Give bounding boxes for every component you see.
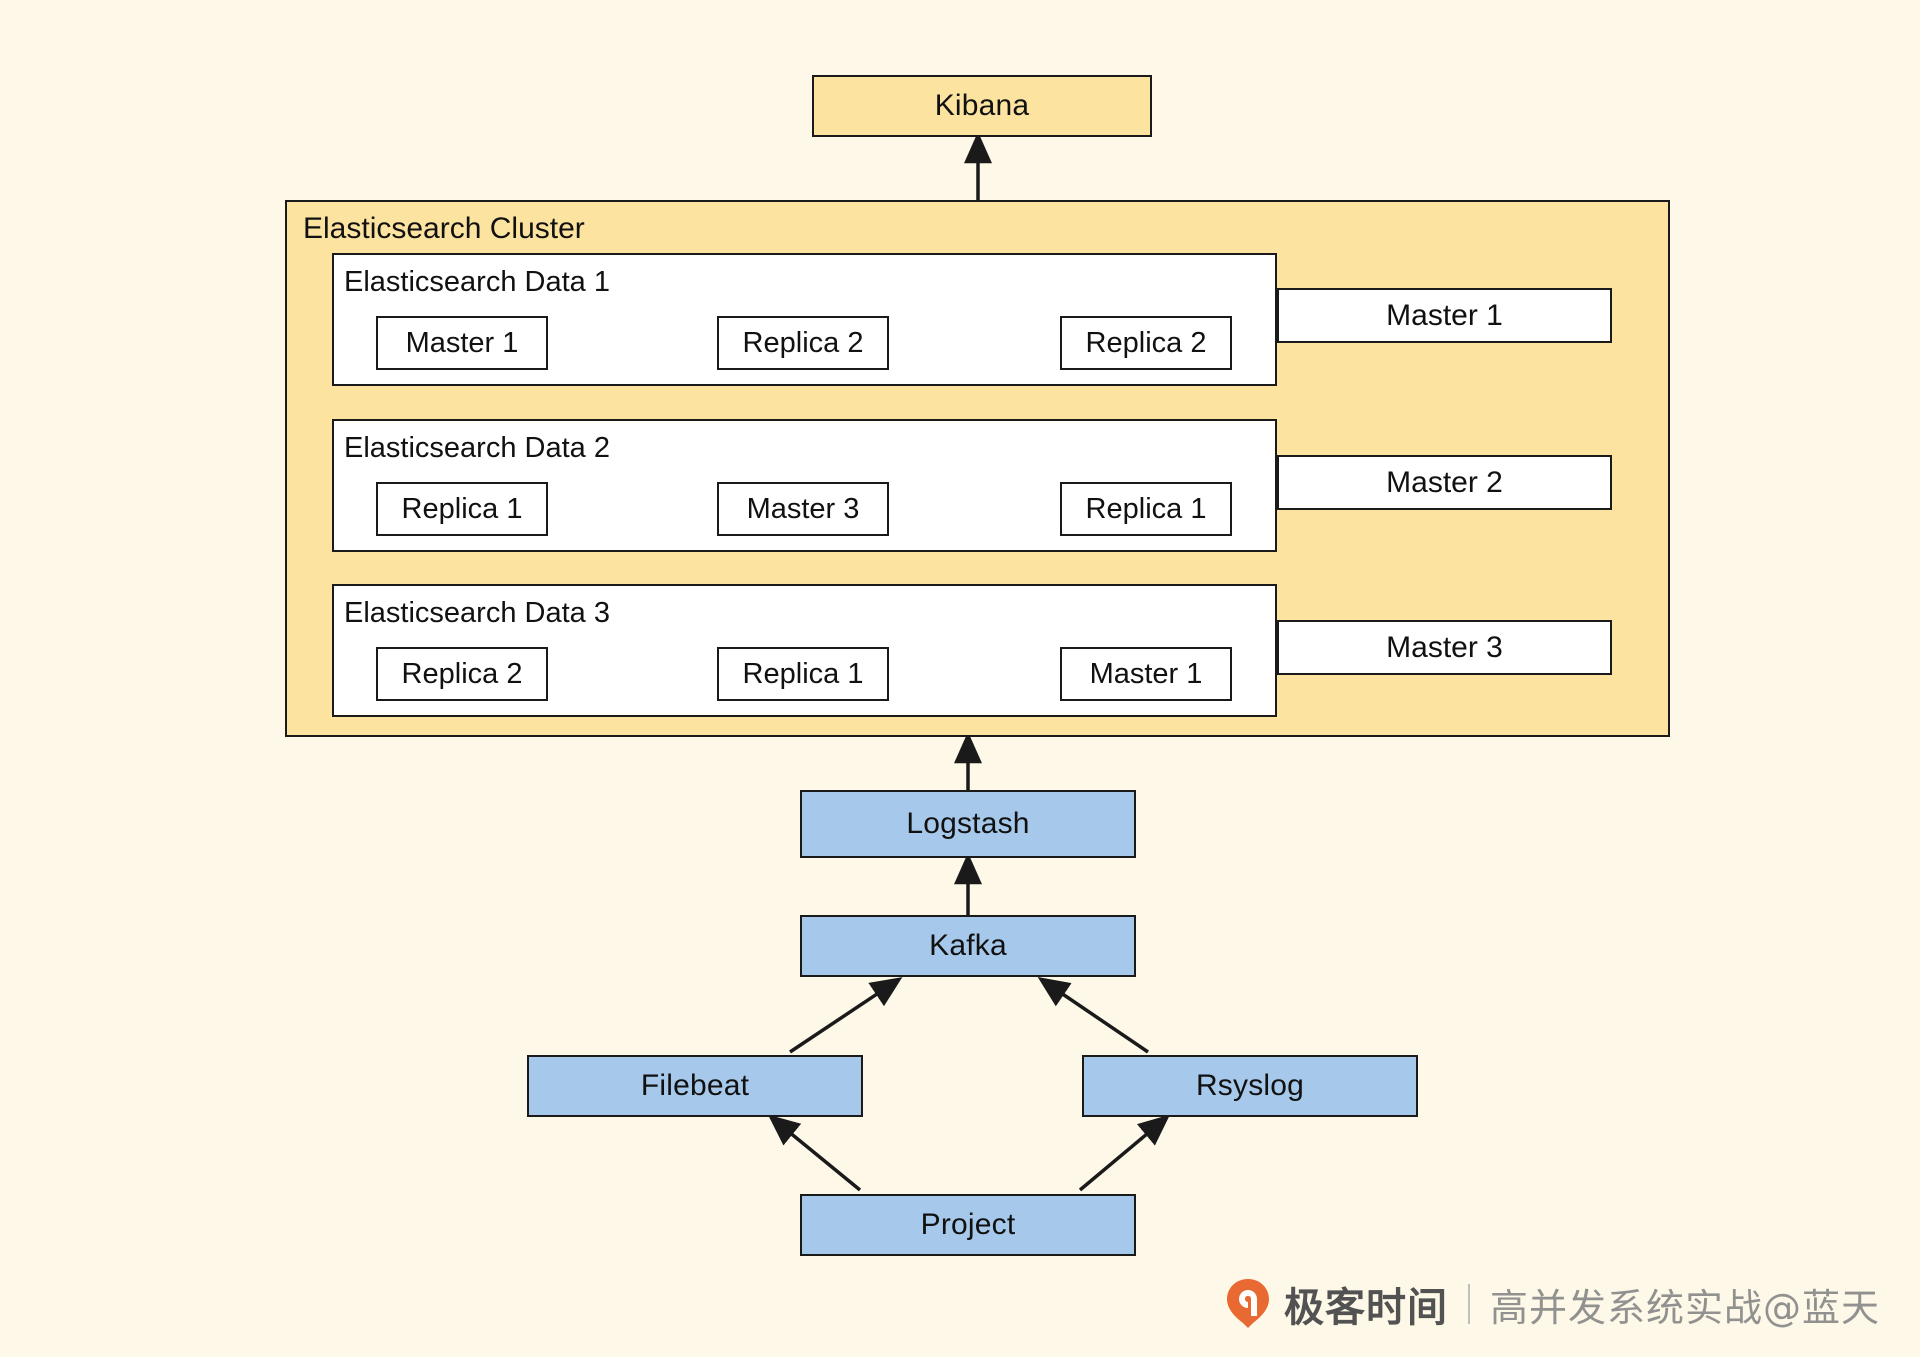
edge-filebeat-to-kafka	[789, 977, 903, 1054]
kafka-label: Kafka	[929, 929, 1007, 962]
project-node[interactable]: Project	[800, 1194, 1136, 1256]
shard-label: Replica 2	[1085, 326, 1207, 359]
data-node-1-shard-2[interactable]: Replica 2	[1060, 316, 1232, 370]
shard-label: Replica 1	[1085, 492, 1207, 525]
data-node-1-label: Elasticsearch Data 1	[344, 266, 610, 298]
shard-label: Master 1	[405, 326, 519, 359]
edge-rsyslog-to-kafka	[1037, 977, 1149, 1054]
master-node-label: Master 2	[1386, 465, 1503, 499]
shard-label: Master 1	[1089, 657, 1203, 690]
edge-project-to-filebeat	[767, 1114, 862, 1192]
watermark-subtitle: 高并发系统实战@蓝天	[1489, 1285, 1880, 1330]
watermark-separator	[1467, 1284, 1470, 1324]
data-node-3-shard-0[interactable]: Replica 2	[376, 647, 548, 701]
shard-label: Replica 2	[401, 657, 523, 690]
data-node-2-shard-2[interactable]: Replica 1	[1060, 482, 1232, 536]
shard-label: Replica 1	[401, 492, 523, 525]
rsyslog-node[interactable]: Rsyslog	[1082, 1055, 1418, 1117]
elasticsearch-cluster-label: Elasticsearch Cluster	[303, 212, 585, 245]
master-node-3[interactable]: Master 3	[1277, 620, 1612, 675]
kafka-node[interactable]: Kafka	[800, 915, 1136, 977]
logstash-label: Logstash	[906, 807, 1030, 840]
master-node-1[interactable]: Master 1	[1277, 288, 1612, 343]
data-node-3-label: Elasticsearch Data 3	[344, 597, 610, 629]
master-node-2[interactable]: Master 2	[1277, 455, 1612, 510]
data-node-3-shard-2[interactable]: Master 1	[1060, 647, 1232, 701]
rsyslog-label: Rsyslog	[1195, 1069, 1305, 1102]
kibana-label: Kibana	[934, 89, 1030, 122]
logstash-node[interactable]: Logstash	[800, 790, 1136, 858]
shard-label: Replica 1	[742, 657, 864, 690]
filebeat-node[interactable]: Filebeat	[527, 1055, 863, 1117]
geekbang-logo-icon	[1226, 1279, 1269, 1328]
shard-label: Replica 2	[742, 326, 864, 359]
kibana-node[interactable]: Kibana	[812, 75, 1152, 137]
data-node-2-shard-1[interactable]: Master 3	[717, 482, 889, 536]
data-node-2-shard-0[interactable]: Replica 1	[376, 482, 548, 536]
data-node-2-label: Elasticsearch Data 2	[344, 432, 610, 464]
data-node-1-shard-0[interactable]: Master 1	[376, 316, 548, 370]
master-node-label: Master 3	[1386, 630, 1503, 664]
watermark-brand: 极客时间	[1283, 1285, 1448, 1331]
project-label: Project	[920, 1208, 1016, 1241]
shard-label: Master 3	[746, 492, 860, 525]
data-node-1-shard-1[interactable]: Replica 2	[717, 316, 889, 370]
filebeat-label: Filebeat	[640, 1069, 750, 1102]
edge-project-to-rsyslog	[1078, 1114, 1171, 1192]
watermark: 极客时间 高并发系统实战@蓝天	[1226, 1275, 1880, 1333]
data-node-3-shard-1[interactable]: Replica 1	[717, 647, 889, 701]
master-node-label: Master 1	[1386, 298, 1503, 332]
